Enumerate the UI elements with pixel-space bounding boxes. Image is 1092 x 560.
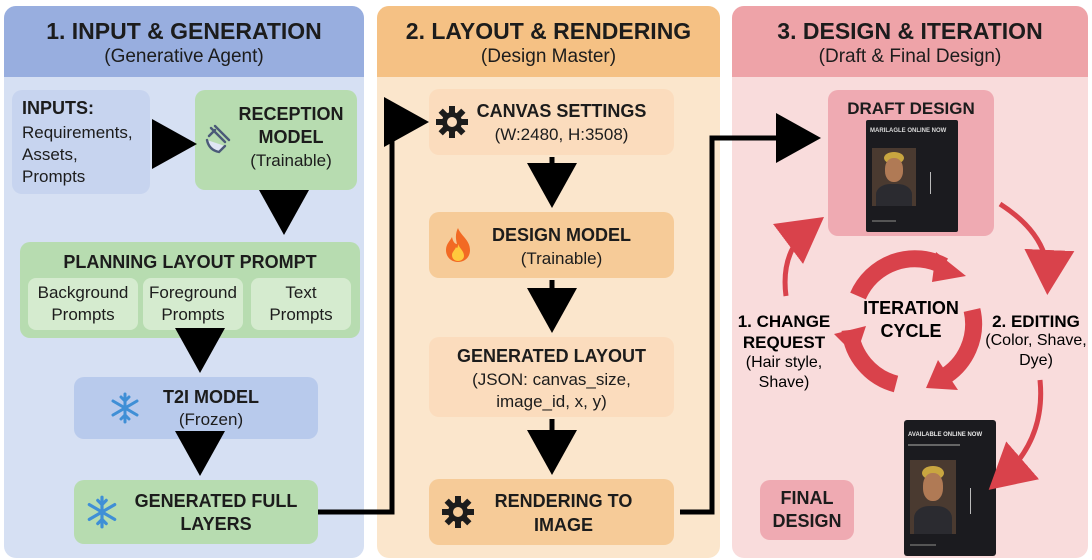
layout-line: (JSON: canvas_size, — [472, 370, 631, 389]
gear-icon — [436, 106, 468, 138]
iteration-cycle-icon — [834, 250, 983, 393]
gear-icon — [442, 496, 474, 528]
generated-line: GENERATED FULL — [134, 491, 298, 511]
snowflake-icon — [87, 495, 117, 529]
cell-line: Prompts — [51, 305, 115, 324]
layout-title: GENERATED LAYOUT — [456, 346, 647, 366]
design-model-box: DESIGN MODEL (Trainable) — [429, 212, 674, 278]
cell-line: Prompts — [161, 305, 225, 324]
rendering-line: RENDERING TO — [494, 491, 633, 511]
draft-title: DRAFT DESIGN — [847, 99, 975, 118]
cell-line: Prompts — [269, 305, 333, 324]
portrait-photo — [872, 148, 916, 206]
change-request-detail: (Hair style, — [745, 354, 823, 371]
canvas-settings-box: CANVAS SETTINGS (W:2480, H:3508) — [429, 89, 674, 155]
poster-headline: MARILAGLE ONLINE NOW — [870, 128, 947, 134]
snowflake-icon — [111, 392, 139, 424]
panel-design-iteration: 3. DESIGN & ITERATION (Draft & Final Des… — [732, 6, 1088, 558]
change-request-label: 1. CHANGE — [737, 312, 831, 331]
panel-header: 3. DESIGN & ITERATION (Draft & Final Des… — [732, 6, 1088, 77]
final-line: DESIGN — [772, 511, 842, 531]
editing-label: 2. EDITING — [992, 312, 1080, 331]
planning-layout-box: PLANNING LAYOUT PROMPT Background Prompt… — [20, 242, 360, 338]
panel-input-generation: 1. INPUT & GENERATION (Generative Agent)… — [4, 6, 364, 558]
design-model-title: DESIGN MODEL — [491, 225, 631, 245]
change-request-detail: Shave) — [758, 374, 810, 391]
cell-line: Text — [285, 283, 317, 302]
panel-header: 2. LAYOUT & RENDERING (Design Master) — [377, 6, 720, 77]
t2i-title: T2I MODEL — [162, 387, 259, 407]
generated-layout-box: GENERATED LAYOUT (JSON: canvas_size, ima… — [429, 337, 674, 417]
canvas-sub: (W:2480, H:3508) — [494, 125, 629, 144]
panel-title: 1. INPUT & GENERATION — [46, 18, 322, 44]
fire-icon — [446, 228, 470, 262]
cell-line: Background — [37, 283, 129, 302]
layout-line: image_id, x, y) — [496, 392, 607, 411]
change-request-label: REQUEST — [742, 333, 826, 352]
t2i-sub: (Frozen) — [178, 410, 244, 429]
rendering-box: RENDERING TO IMAGE — [429, 479, 674, 545]
panel-header: 1. INPUT & GENERATION (Generative Agent) — [4, 6, 364, 77]
final-design-box: FINAL DESIGN — [760, 480, 854, 540]
panel-title: 3. DESIGN & ITERATION — [777, 18, 1043, 44]
panel-layout-rendering: 2. LAYOUT & RENDERING (Design Master) CA… — [377, 6, 720, 558]
foreground-prompts-cell: Foreground Prompts — [143, 278, 243, 330]
portrait-photo — [910, 460, 956, 534]
background-prompts-cell: Background Prompts — [28, 278, 138, 330]
t2i-model-box: T2I MODEL (Frozen) — [74, 377, 318, 439]
generated-line: LAYERS — [180, 514, 252, 534]
reception-sub: (Trainable) — [250, 151, 332, 170]
panel-title: 2. LAYOUT & RENDERING — [405, 18, 692, 44]
iteration-cycle-label: CYCLE — [880, 321, 942, 341]
generated-full-layers-box: GENERATED FULL LAYERS — [74, 480, 318, 544]
draft-poster-image: MARILAGLE ONLINE NOW — [866, 120, 958, 232]
inputs-line: Prompts — [22, 167, 86, 186]
panel-subtitle: (Draft & Final Design) — [818, 46, 1002, 67]
design-model-sub: (Trainable) — [520, 249, 603, 268]
text-prompts-cell: Text Prompts — [251, 278, 351, 330]
reception-line: MODEL — [258, 127, 324, 147]
panel-subtitle: (Design Master) — [480, 46, 617, 67]
rendering-line: IMAGE — [533, 515, 593, 535]
editing-detail: (Color, Shave, — [985, 332, 1087, 349]
inputs-title: INPUTS: — [22, 98, 94, 118]
cell-line: Foreground — [149, 283, 237, 302]
reception-model-box: RECEPTION MODEL (Trainable) — [195, 90, 357, 190]
draft-design-box: DRAFT DESIGN MARILAGLE ONLINE NOW — [828, 90, 994, 236]
canvas-title: CANVAS SETTINGS — [476, 101, 647, 121]
inputs-line: Requirements, — [22, 123, 133, 142]
final-poster-frame: AVAILABLE ONLINE NOW — [904, 420, 996, 556]
panel-subtitle: (Generative Agent) — [104, 46, 264, 67]
poster-headline: AVAILABLE ONLINE NOW — [908, 432, 983, 438]
editing-detail: Dye) — [1019, 352, 1053, 369]
hand-drag-icon — [205, 124, 231, 154]
planning-title: PLANNING LAYOUT PROMPT — [63, 252, 317, 272]
final-line: FINAL — [780, 488, 834, 508]
iteration-cycle-label: ITERATION — [863, 298, 959, 318]
reception-line: RECEPTION — [238, 104, 344, 124]
inputs-line: Assets, — [22, 145, 78, 164]
inputs-box: INPUTS: Requirements, Assets, Prompts — [12, 90, 150, 194]
